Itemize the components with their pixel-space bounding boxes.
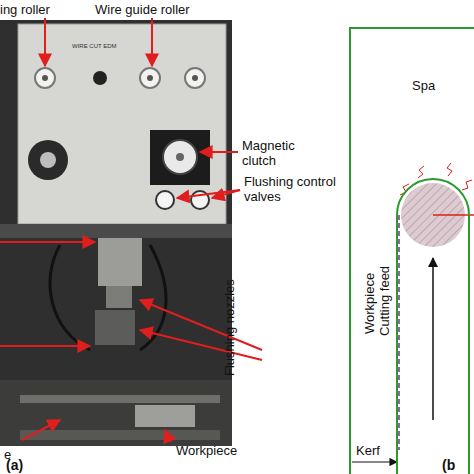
leader-arrows: [0, 18, 262, 442]
part-label: Cutting feed: [377, 266, 392, 336]
part-label: Workpiece: [176, 443, 237, 458]
workpiece-shape: [348, 26, 474, 474]
part-label: Flushing nozzles: [222, 279, 237, 376]
part-label: WIRE CUT EDM: [72, 42, 117, 50]
workpiece-outline: Workpiece: [348, 26, 474, 474]
part-label: ing roller: [0, 2, 50, 17]
wire-schematic: [352, 163, 474, 462]
machine-photo: [0, 20, 232, 446]
part-label: Flushing control valves: [244, 174, 344, 204]
outer-edge: [350, 28, 474, 474]
part-label: Magnetic clutch: [242, 138, 312, 168]
part-label: Wire guide roller: [95, 2, 190, 17]
kerf-slot: [397, 179, 469, 474]
node-text: Workpiece: [362, 273, 377, 334]
part-label: Kerf: [356, 443, 380, 458]
part-label: (b: [442, 457, 455, 473]
part-label: Spa: [412, 78, 435, 93]
part-label: (a): [6, 457, 23, 473]
